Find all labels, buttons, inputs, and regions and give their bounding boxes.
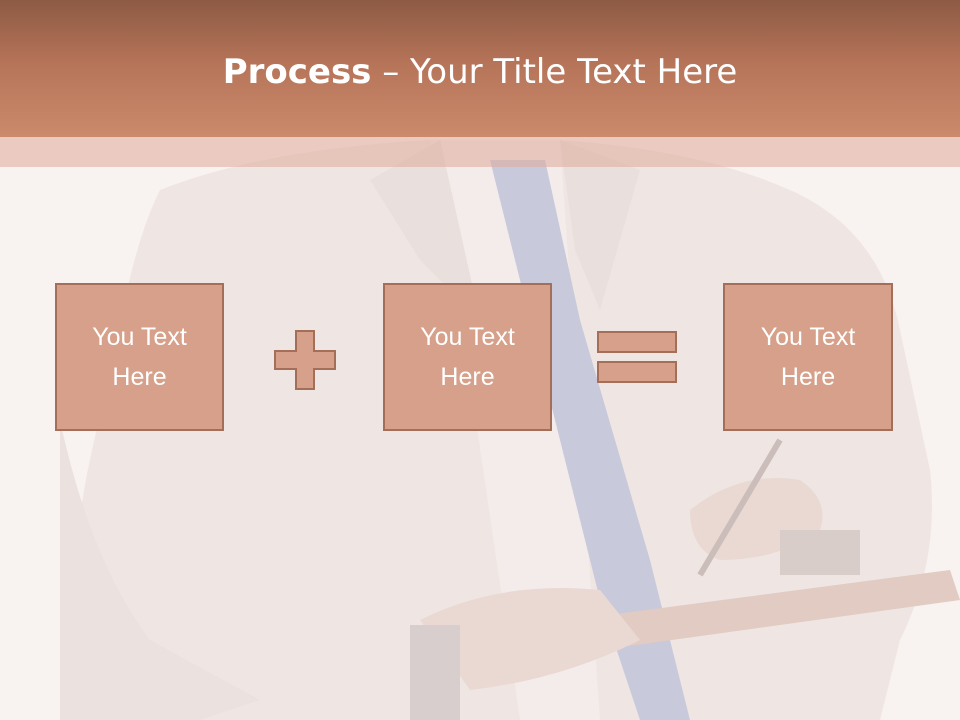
plus-icon bbox=[274, 330, 336, 390]
process-box-2[interactable]: You Text Here bbox=[383, 283, 552, 431]
title-bar-stripe bbox=[0, 137, 960, 167]
title-text: – Your Title Text Here bbox=[371, 52, 738, 92]
title-bar bbox=[0, 0, 960, 137]
equals-icon bbox=[597, 331, 677, 385]
process-box-1-text: You Text Here bbox=[92, 323, 187, 391]
process-box-2-text: You Text Here bbox=[420, 323, 515, 391]
slide-title: Process – Your Title Text Here bbox=[0, 52, 960, 92]
process-box-3[interactable]: You Text Here bbox=[723, 283, 893, 431]
process-box-1[interactable]: You Text Here bbox=[55, 283, 224, 431]
process-box-3-text: You Text Here bbox=[760, 323, 856, 391]
title-bold: Process bbox=[222, 52, 372, 92]
